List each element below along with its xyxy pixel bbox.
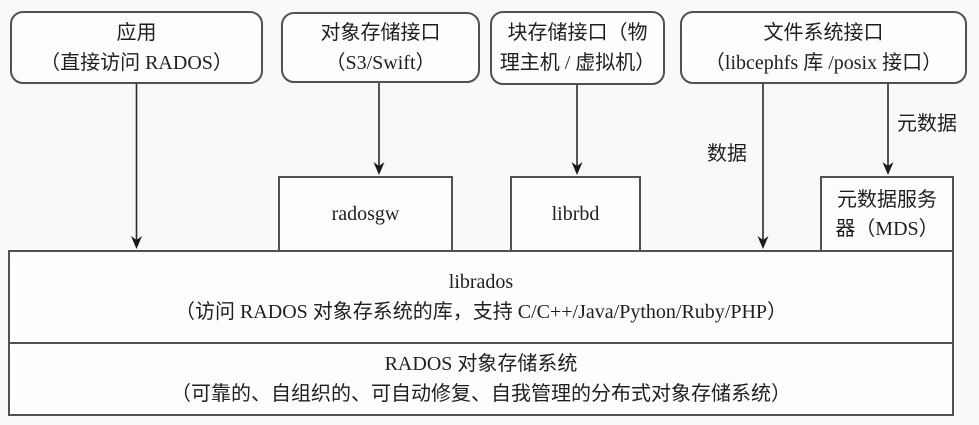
- node-application-line1: 应用: [116, 21, 157, 44]
- node-mds-line2: 器（MDS）: [835, 217, 939, 240]
- layer-librados-title: librados: [448, 271, 514, 293]
- layer-rados: RADOS 对象存储系统 （可靠的、自组织的、可自动修复、自我管理的分布式对象存…: [8, 342, 954, 416]
- node-filesystem-interface: 文件系统接口 （libcephfs 库 /posix 接口）: [680, 11, 967, 84]
- node-radosgw: radosgw: [278, 176, 453, 251]
- layer-librados-desc: （访问 RADOS 对象存系统的库，支持 C/C++/Java/Python/R…: [174, 301, 788, 323]
- node-mds-line1: 元数据服务: [837, 189, 937, 212]
- node-filesystem-line1: 文件系统接口: [763, 21, 884, 44]
- node-block-storage-line1: 块存储接口（物: [507, 22, 648, 44]
- node-radosgw-label: radosgw: [331, 203, 400, 226]
- arrow-application-to-librados: [131, 84, 142, 249]
- layer-rados-title: RADOS 对象存储系统: [384, 353, 578, 375]
- arrow-filesystem-metadata-to-mds: [882, 84, 894, 175]
- node-object-storage-interface: 对象存储接口 （S3/Swift）: [281, 12, 480, 83]
- layer-librados: librados （访问 RADOS 对象存系统的库，支持 C/C++/Java…: [8, 250, 954, 342]
- edge-label-data: 数据: [707, 143, 747, 165]
- node-mds: 元数据服务 器（MDS）: [820, 176, 954, 251]
- layer-rados-desc: （可靠的、自组织的、可自动修复、自我管理的分布式对象存储系统）: [171, 383, 791, 405]
- node-block-storage-line2: 理主机 / 虚拟机）: [499, 52, 656, 74]
- node-object-storage-line1: 对象存储接口: [320, 21, 441, 44]
- node-librbd-label: librbd: [551, 203, 600, 226]
- node-librbd: librbd: [510, 176, 641, 251]
- node-filesystem-line2: （libcephfs 库 /posix 接口）: [704, 51, 943, 74]
- edge-label-metadata: 元数据: [897, 113, 957, 135]
- node-application-line2: （直接访问 RADOS）: [40, 51, 233, 74]
- node-application: 应用 （直接访问 RADOS）: [10, 11, 263, 84]
- arrow-filesystem-data-to-librados: [757, 84, 769, 249]
- node-object-storage-line2: （S3/Swift）: [325, 51, 436, 74]
- arrow-block-interface-to-librbd: [571, 85, 583, 175]
- node-block-storage-interface: 块存储接口（物 理主机 / 虚拟机）: [490, 11, 665, 85]
- arrow-object-interface-to-radosgw: [373, 83, 385, 175]
